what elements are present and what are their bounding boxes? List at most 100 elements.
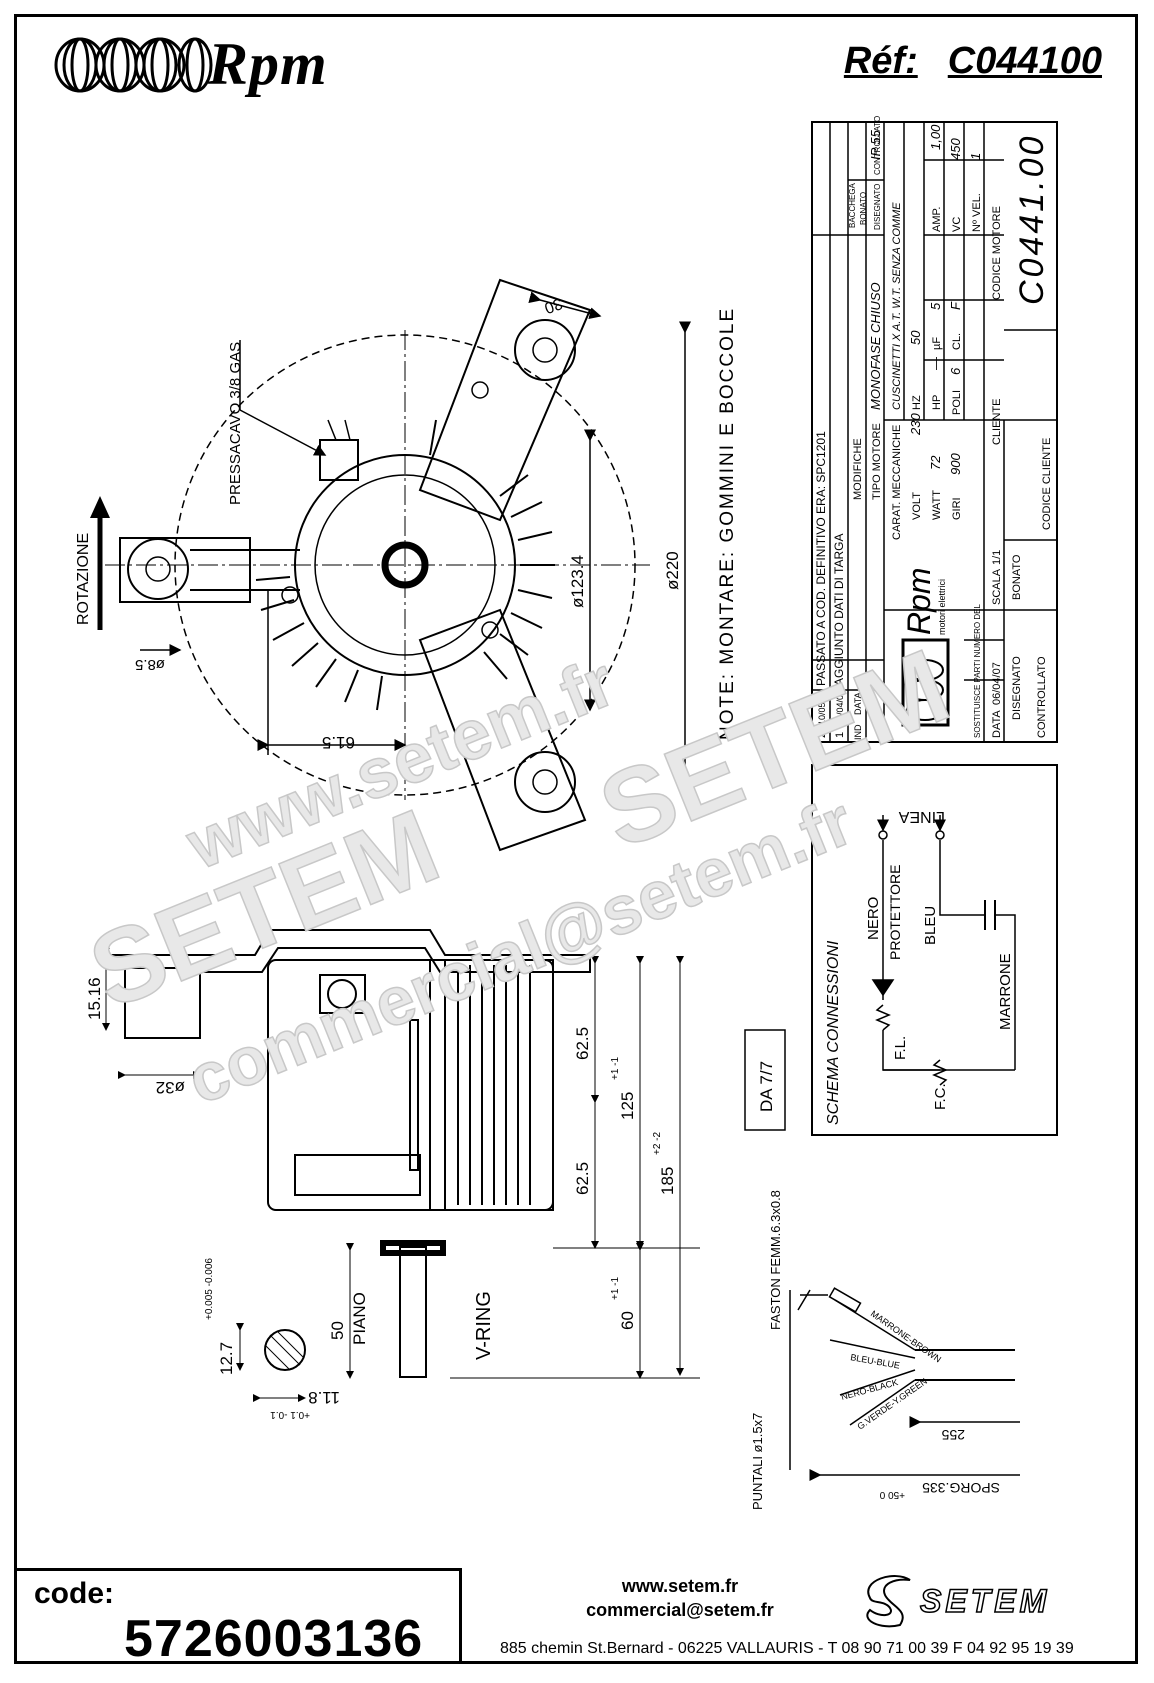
da-box	[744, 1029, 786, 1131]
shaft-section	[264, 1329, 306, 1371]
disegnato-label: DISEGNATO	[1011, 656, 1023, 720]
hp-label: HP	[931, 395, 943, 410]
giri-value: 900	[948, 453, 963, 475]
top-view	[105, 278, 691, 852]
vc-label: VC	[951, 217, 963, 232]
dim-61-5: 61.5	[322, 733, 355, 752]
schema-connessioni	[811, 764, 1058, 1136]
marrone-label: MARRONE	[997, 953, 1014, 1030]
rev-hdr-data: DATA	[853, 692, 863, 715]
linea-label: LINEA	[898, 808, 945, 825]
hz-value: 50	[908, 330, 923, 345]
tol-12-7: +0.005 -0.006	[204, 1258, 215, 1320]
center-lines	[105, 330, 650, 800]
code-label: code:	[34, 1577, 115, 1610]
giri-label: GIRI	[951, 497, 963, 520]
cable-gland	[319, 439, 359, 481]
sostituisce-label: SOSTITUISCE PARTI NUMERO DEL	[973, 604, 982, 738]
nero-label: NERO	[865, 897, 882, 940]
grommet	[124, 967, 201, 1039]
rev1-ind: 1	[834, 732, 846, 738]
rev-hdr-ind: IND	[853, 724, 863, 740]
ref-label: Réf:	[843, 40, 918, 82]
tol-185: +2 -2	[652, 1131, 663, 1155]
dim-125: 125	[618, 1092, 637, 1120]
ref-value: C044100	[947, 40, 1102, 82]
controllato-label: CONTROLLATO	[1036, 656, 1048, 738]
dim-60: 60	[618, 1311, 637, 1330]
hp-value: —	[928, 357, 943, 370]
brand-name: Rpm	[208, 31, 328, 97]
nvel-value: 1	[968, 153, 983, 160]
dim-185: 185	[658, 1167, 677, 1195]
ip-value: IP 55	[868, 129, 883, 160]
code-value: 5726003136	[124, 1610, 424, 1668]
dim-8-5: ø8.5	[135, 656, 165, 673]
amp-value: 1,00	[928, 124, 943, 150]
cable-drawing	[789, 1287, 1020, 1481]
rev-hdr-mod: MODIFICHE	[852, 438, 864, 500]
watt-value: 72	[928, 455, 943, 470]
poli-value: 6	[948, 367, 963, 375]
fc-label: F.C.	[932, 1083, 949, 1110]
hz-label: HZ	[911, 395, 923, 410]
protettore-label: PROTETTORE	[887, 865, 903, 960]
dim-12-7: 12.7	[217, 1342, 236, 1375]
poli-label: POLI	[951, 390, 963, 415]
scala-value: 1/1	[991, 550, 1003, 565]
dim-30: 30	[542, 294, 565, 316]
gland-label: PRESSACAVO 3/8 GAS	[227, 342, 244, 505]
rotation-label: ROTAZIONE	[75, 533, 92, 625]
volt-value: 230	[908, 413, 923, 436]
carat-value: CUSCINETTI X A.T. W.T. SENZA COMME	[891, 202, 903, 410]
tol-60: +1 -1	[610, 1276, 621, 1300]
vring-label: V-RING	[473, 1291, 495, 1360]
uf-label: µF	[931, 337, 943, 350]
side-view	[100, 929, 700, 1402]
rev1-data: 20/04/07	[835, 690, 845, 725]
setem-logo-icon: SETEM	[866, 1575, 1050, 1628]
dim-255: 255	[941, 1427, 965, 1443]
logo-sub: motori elettrici	[937, 579, 947, 635]
da-text: DA 7/7	[757, 1061, 776, 1112]
v-ring	[380, 1240, 446, 1256]
cliente-label: CLIENTE	[991, 399, 1003, 445]
setem-logo-text: SETEM	[920, 1583, 1050, 1619]
code-box: code: 5726003136	[14, 1568, 462, 1668]
title-block-logo-icon	[906, 659, 944, 721]
dim-15-16: 15.16	[85, 977, 104, 1020]
dim-220: ø220	[663, 551, 682, 590]
address: 885 chemin St.Bernard - 06225 VALLAURIS …	[500, 1640, 1074, 1657]
shaft	[399, 1246, 427, 1378]
bleu-label: BLEU	[922, 906, 939, 945]
tol-335: +50 0	[879, 1489, 905, 1500]
drawing-frame	[14, 14, 1138, 1664]
bracket	[100, 929, 591, 973]
rpm-logo-icon	[54, 37, 213, 93]
faston-label: FASTON FEMM.6.3x0.8	[768, 1190, 783, 1330]
dim-123: ø123.4	[568, 555, 587, 608]
email-link[interactable]: commercial@setem.fr	[586, 1600, 774, 1620]
rev2-mod: PASSATO A COD. DEFINITIVO ERA: SPC1201	[814, 431, 828, 686]
sign-controllato: CONTROLLATO	[873, 116, 882, 175]
nvel-label: Nº VEL.	[971, 193, 983, 232]
website-link[interactable]: www.setem.fr	[621, 1576, 739, 1596]
label-plate	[294, 1154, 421, 1196]
data-label: DATA	[991, 710, 1003, 738]
contact: www.setem.fr commercial@setem.fr	[500, 1574, 860, 1622]
note-text: NOTE: MONTARE: GOMMINI E BOCCOLE	[717, 307, 738, 740]
carat-label: CARAT. MECCANICHE	[891, 425, 903, 540]
sign-bonato: BONATO	[859, 192, 868, 225]
rotation-arrow-icon	[90, 496, 110, 630]
cl-value: F	[948, 301, 963, 310]
volt-label: VOLT	[911, 492, 923, 520]
amp-label: AMP.	[931, 207, 943, 232]
scala-label: SCALA	[991, 568, 1003, 605]
uf-value: 5	[928, 302, 943, 310]
rev2-ind: 2	[816, 732, 828, 738]
data-value: 06/04/07	[991, 662, 1003, 705]
codice-motore-label: CODICE MOTORE	[991, 206, 1003, 300]
sign-disegnato: DISEGNATO	[873, 184, 882, 230]
fl-label: F.L.	[892, 1036, 909, 1060]
